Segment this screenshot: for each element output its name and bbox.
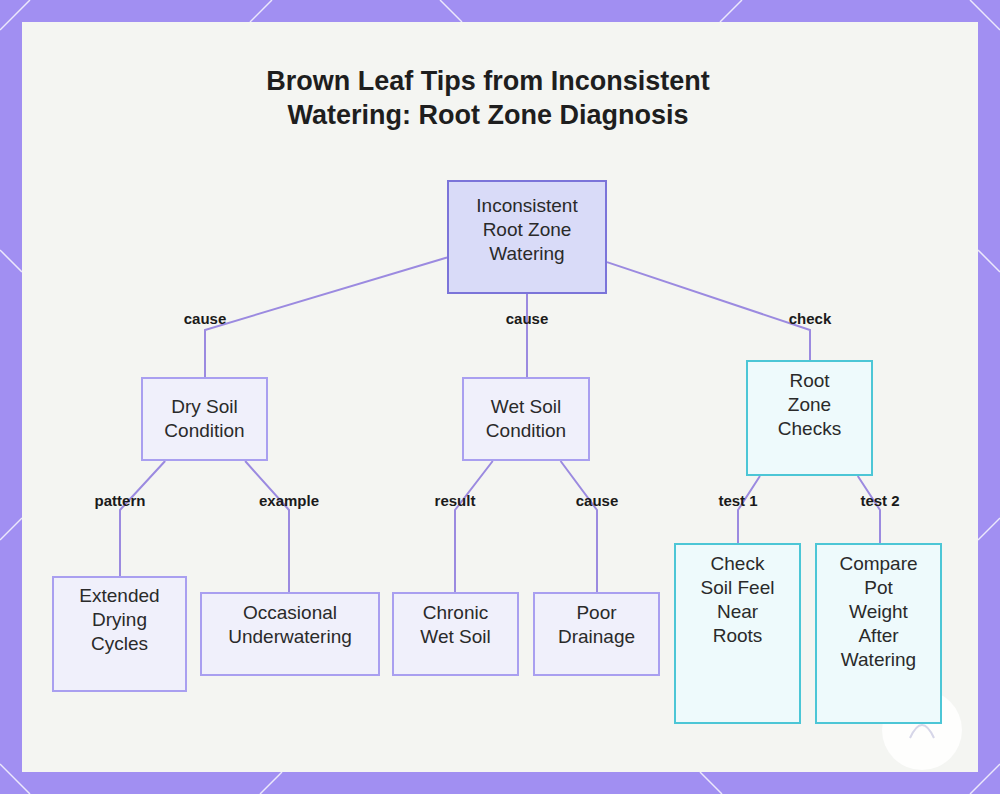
node-text: Inconsistent Root Zone Watering — [461, 194, 593, 266]
edge-label: check — [789, 310, 832, 328]
connector-line — [455, 461, 493, 592]
connector-line — [738, 476, 760, 543]
connector — [205, 258, 447, 377]
check-box: Root Zone Checks — [746, 360, 873, 476]
detail-box: Occasional Underwatering — [200, 592, 380, 676]
edge-label: test 2 — [860, 492, 899, 510]
connector-line — [245, 461, 289, 592]
connector-line — [120, 461, 165, 576]
node-text: Extended Drying Cycles — [69, 584, 170, 656]
connector — [120, 461, 165, 576]
node-text: Poor Drainage — [553, 601, 640, 649]
node-text: Dry Soil Condition — [153, 395, 256, 443]
connector — [738, 476, 760, 543]
edge-label: example — [259, 492, 319, 510]
edge-label: pattern — [95, 492, 146, 510]
connector — [561, 461, 597, 592]
connector — [607, 262, 810, 360]
node-text: Check Soil Feel Near Roots — [698, 552, 777, 648]
connector — [527, 294, 528, 377]
node-text: Compare Pot Weight After Watering — [839, 552, 918, 672]
detail-box: Chronic Wet Soil — [392, 592, 519, 676]
root-box: Inconsistent Root Zone Watering — [447, 180, 607, 294]
condition-box: Wet Soil Condition — [462, 377, 590, 461]
diagram-title: Brown Leaf Tips from Inconsistent Wateri… — [210, 64, 766, 132]
test-box: Compare Pot Weight After Watering — [815, 543, 942, 724]
connector-line — [526, 294, 528, 377]
condition-box: Dry Soil Condition — [141, 377, 268, 461]
test-box: Check Soil Feel Near Roots — [674, 543, 801, 724]
node-text: Root Zone Checks — [770, 369, 849, 441]
edge-label: cause — [506, 310, 549, 328]
connector-line — [607, 262, 810, 360]
connector-line — [561, 461, 597, 592]
edge-label: test 1 — [718, 492, 757, 510]
connector-line — [205, 258, 447, 377]
node-text: Chronic Wet Soil — [412, 601, 499, 649]
edge-label: result — [435, 492, 476, 510]
node-text: Occasional Underwatering — [212, 601, 368, 649]
detail-box: Extended Drying Cycles — [52, 576, 187, 692]
node-text: Wet Soil Condition — [474, 395, 578, 443]
detail-box: Poor Drainage — [533, 592, 660, 676]
edge-label: cause — [576, 492, 619, 510]
connector — [858, 476, 880, 543]
connector — [455, 461, 493, 592]
edge-label: cause — [184, 310, 227, 328]
connector-line — [858, 476, 880, 543]
connector — [245, 461, 289, 592]
